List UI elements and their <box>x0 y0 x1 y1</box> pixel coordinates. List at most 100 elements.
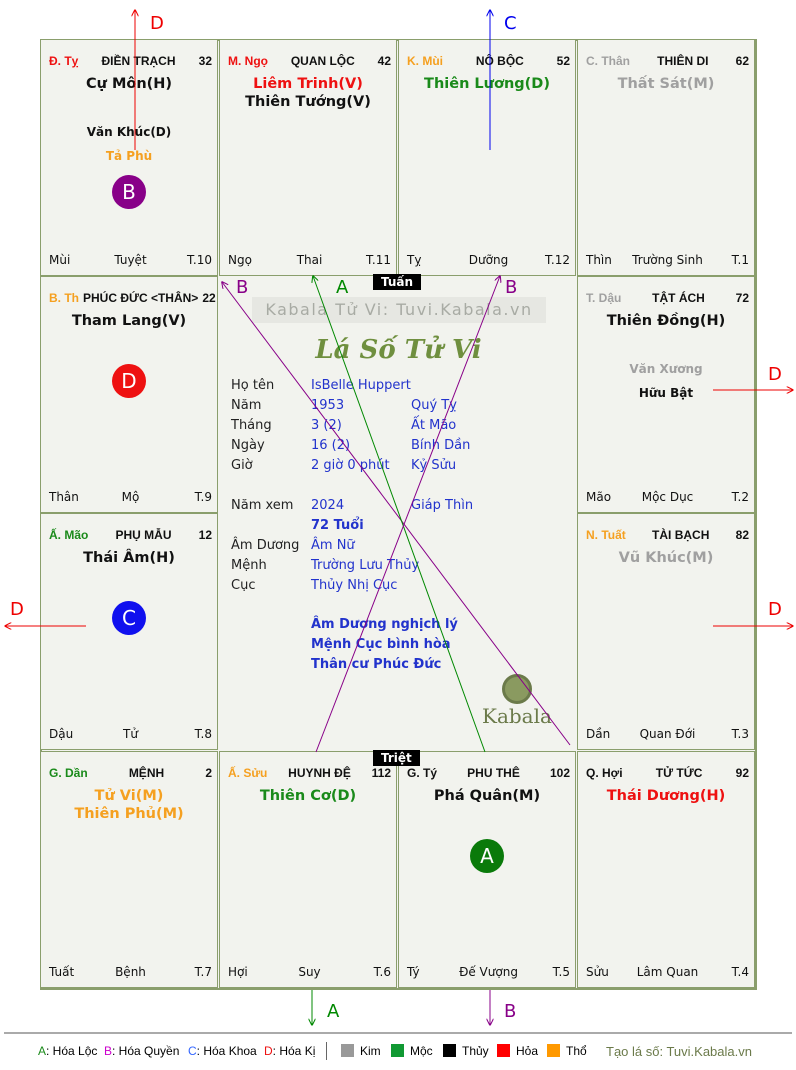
palace-stage: Tử <box>123 727 138 741</box>
minor-star[interactable]: Hữu Bật <box>638 386 694 400</box>
palace-footer: Thân Mộ T.9 <box>49 490 212 506</box>
palace-branch: Sửu <box>586 965 609 979</box>
palace-cell[interactable]: N. Tuất TÀI BẠCH 82 Vũ Khúc(M) Dần Quan … <box>577 513 755 750</box>
main-star[interactable]: Tử Vi(M) <box>94 788 164 804</box>
palace-month: T.11 <box>366 253 391 267</box>
palace-month: T.12 <box>545 253 570 267</box>
palace-header: T. Dậu TẬT ÁCH 72 <box>578 291 754 307</box>
palace-name: PHỤ MẪU <box>115 528 172 542</box>
main-star[interactable]: Phá Quân(M) <box>433 788 541 804</box>
palace-name: MỆNH <box>128 766 165 780</box>
palace-age: 22 <box>202 291 216 305</box>
palace-stem-branch: Ấ. Sửu <box>228 766 268 780</box>
main-star[interactable]: Thái Dương(H) <box>606 788 726 804</box>
palace-cell[interactable]: Q. Hợi TỬ TỨC 92 Thái Dương(H) Sửu Lâm Q… <box>577 751 755 988</box>
color-swatch-icon <box>391 1044 404 1057</box>
palace-age: 102 <box>549 766 570 780</box>
palace-header: G. Dần MỆNH 2 <box>41 766 217 782</box>
palace-month: T.7 <box>194 965 212 979</box>
palace-cell[interactable]: B. Th PHÚC ĐỨC <THÂN> 22 Tham Lang(V)D T… <box>40 276 218 513</box>
main-star[interactable]: Thiên Phủ(M) <box>74 806 184 822</box>
palace-stem-branch: Q. Hợi <box>586 766 623 780</box>
palace-stem-branch: B. Th <box>49 291 79 305</box>
palace-cell[interactable]: G. Tý PHU THÊ 102 Phá Quân(M)A Tý Đế Vượ… <box>398 751 576 988</box>
palace-cell[interactable]: G. Dần MỆNH 2 Tử Vi(M)Thiên Phủ(M) Tuất … <box>40 751 218 988</box>
palace-name: HUYNH ĐỆ <box>288 766 351 780</box>
main-star[interactable]: Thất Sát(M) <box>617 76 715 92</box>
mutagen-badge: C <box>112 601 146 635</box>
legend-hoa: D: Hóa Kị <box>264 1044 316 1058</box>
palace-stem-branch: G. Tý <box>407 766 438 780</box>
info-label: Năm xem <box>231 498 294 513</box>
palace-cell[interactable]: C. Thân THIÊN DI 62 Thất Sát(M) Thìn Trư… <box>577 39 755 276</box>
palace-month: T.3 <box>731 727 749 741</box>
logo-text: Kabala <box>482 704 552 728</box>
main-star[interactable]: Thiên Tướng(V) <box>245 94 371 110</box>
info-canchi: Kỷ Sửu <box>411 458 457 473</box>
palace-footer: Tỵ Dưỡng T.12 <box>407 253 570 269</box>
palace-header: Ấ. Mão PHỤ MẪU 12 <box>41 528 217 544</box>
mutagen-badge: B <box>112 175 146 209</box>
note: Âm Dương nghịch lý <box>311 617 458 632</box>
main-star[interactable]: Thái Âm(H) <box>83 550 175 566</box>
palace-header: G. Tý PHU THÊ 102 <box>399 766 575 782</box>
palace-cell[interactable]: Ấ. Sửu HUYNH ĐỆ 112 Thiên Cơ(D) Hợi Suy … <box>219 751 397 988</box>
legend-element: Hỏa <box>497 1044 538 1058</box>
palace-header: Ấ. Sửu HUYNH ĐỆ 112 <box>220 766 396 782</box>
palace-header: M. Ngọ QUAN LỘC 42 <box>220 54 396 70</box>
legend-hoa: B: Hóa Quyền <box>104 1044 180 1058</box>
main-star[interactable]: Tham Lang(V) <box>71 313 187 329</box>
minor-stars: A <box>399 832 575 873</box>
color-swatch-icon <box>497 1044 510 1057</box>
palace-age: 62 <box>735 54 749 68</box>
palace-month: T.2 <box>731 490 749 504</box>
minor-star[interactable]: Văn Xương <box>629 362 703 376</box>
palace-stage: Lâm Quan <box>636 965 699 979</box>
note: Mệnh Cục bình hòa <box>311 637 451 652</box>
minor-star[interactable]: Tả Phù <box>105 149 153 163</box>
info-value: Trường Lưu Thủy <box>311 558 420 573</box>
palace-stem-branch: K. Mùi <box>407 54 443 68</box>
arrow-label: A <box>327 1001 340 1022</box>
palace-age: 82 <box>735 528 749 542</box>
main-star[interactable]: Cự Môn(H) <box>85 76 173 92</box>
main-stars: Thiên Đồng(H) <box>578 312 754 330</box>
note: Thân cư Phúc Đức <box>311 657 442 672</box>
palace-stage: Mộc Dục <box>641 490 694 504</box>
palace-stage: Tuyệt <box>114 253 147 267</box>
palace-name: THIÊN DI <box>657 54 709 68</box>
main-star[interactable]: Thiên Lương(D) <box>424 76 550 92</box>
palace-cell[interactable]: Ấ. Mão PHỤ MẪU 12 Thái Âm(H)C Dậu Tử T.8 <box>40 513 218 750</box>
minor-star[interactable]: Văn Khúc(D) <box>86 125 172 139</box>
palace-footer: Ngọ Thai T.11 <box>228 253 391 269</box>
credit-link[interactable]: Tạo lá số: Tuvi.Kabala.vn <box>606 1044 752 1059</box>
main-star[interactable]: Liêm Trinh(V) <box>253 76 363 92</box>
info-value: Âm Nữ <box>311 538 355 553</box>
legend-divider <box>326 1042 327 1060</box>
main-star[interactable]: Thiên Đồng(H) <box>606 313 726 329</box>
palace-cell[interactable]: K. Mùi NÔ BỘC 52 Thiên Lương(D) Tỵ Dưỡng… <box>398 39 576 276</box>
palace-stage: Quan Đới <box>639 727 696 741</box>
palace-cell[interactable]: T. Dậu TẬT ÁCH 72 Thiên Đồng(H) Văn Xương… <box>577 276 755 513</box>
palace-name: TỬ TỨC <box>655 766 703 780</box>
palace-stem-branch: T. Dậu <box>586 291 622 305</box>
main-star[interactable]: Thiên Cơ(D) <box>259 788 357 804</box>
info-value: 3 (2) <box>311 418 342 433</box>
palace-stage: Đế Vượng <box>459 965 518 979</box>
palace-branch: Hợi <box>228 965 248 979</box>
minor-stars: C <box>41 594 217 635</box>
palace-cell[interactable]: M. Ngọ QUAN LỘC 42 Liêm Trinh(V) Thiên Tư… <box>219 39 397 276</box>
palace-header: B. Th PHÚC ĐỨC <THÂN> 22 <box>41 291 217 307</box>
main-stars: Tử Vi(M) Thiên Phủ(M) <box>41 787 217 823</box>
palace-cell[interactable]: Đ. Tỵ ĐIỀN TRẠCH 32 Cự Môn(H)Văn Khúc(D)… <box>40 39 218 276</box>
palace-branch: Tỵ <box>407 253 422 267</box>
palace-age: 2 <box>205 766 212 780</box>
info-value: Thủy Nhị Cục <box>311 578 398 593</box>
info-label: Âm Dương <box>231 538 300 553</box>
arrow-a-diagonal <box>313 276 486 753</box>
main-star[interactable]: Vũ Khúc(M) <box>618 550 714 566</box>
